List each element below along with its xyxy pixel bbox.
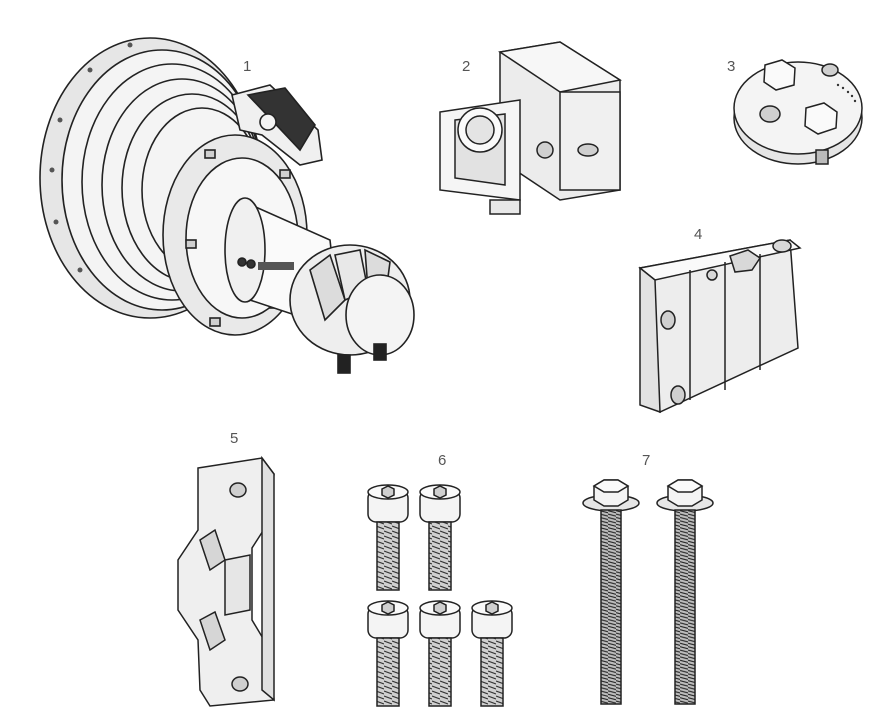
socket-screw-2 — [419, 484, 461, 591]
hex-bolt-1 — [582, 479, 640, 705]
part-number-3: 3 — [727, 58, 736, 75]
antenna-dish-drawing — [39, 37, 415, 374]
part-number-6: 6 — [438, 452, 447, 469]
long-hex-bolts-drawing — [582, 479, 714, 705]
part-number-1: 1 — [243, 58, 252, 75]
part-number-5: 5 — [230, 430, 239, 447]
socket-screw-4 — [419, 600, 461, 707]
part-number-2: 2 — [462, 58, 471, 75]
part-number-7: 7 — [642, 452, 651, 469]
pole-clamp-bracket-drawing — [439, 41, 622, 215]
wall-mount-bracket-drawing — [638, 239, 802, 414]
clamp-bar-drawing — [177, 455, 275, 707]
hex-bolt-2 — [656, 479, 714, 705]
part-number-4: 4 — [694, 226, 703, 243]
round-mounting-plate-drawing — [733, 59, 863, 165]
socket-screw-1 — [367, 484, 409, 591]
socket-head-screws-drawing — [367, 484, 513, 707]
socket-screw-3 — [367, 600, 409, 707]
socket-screw-5 — [471, 600, 513, 707]
